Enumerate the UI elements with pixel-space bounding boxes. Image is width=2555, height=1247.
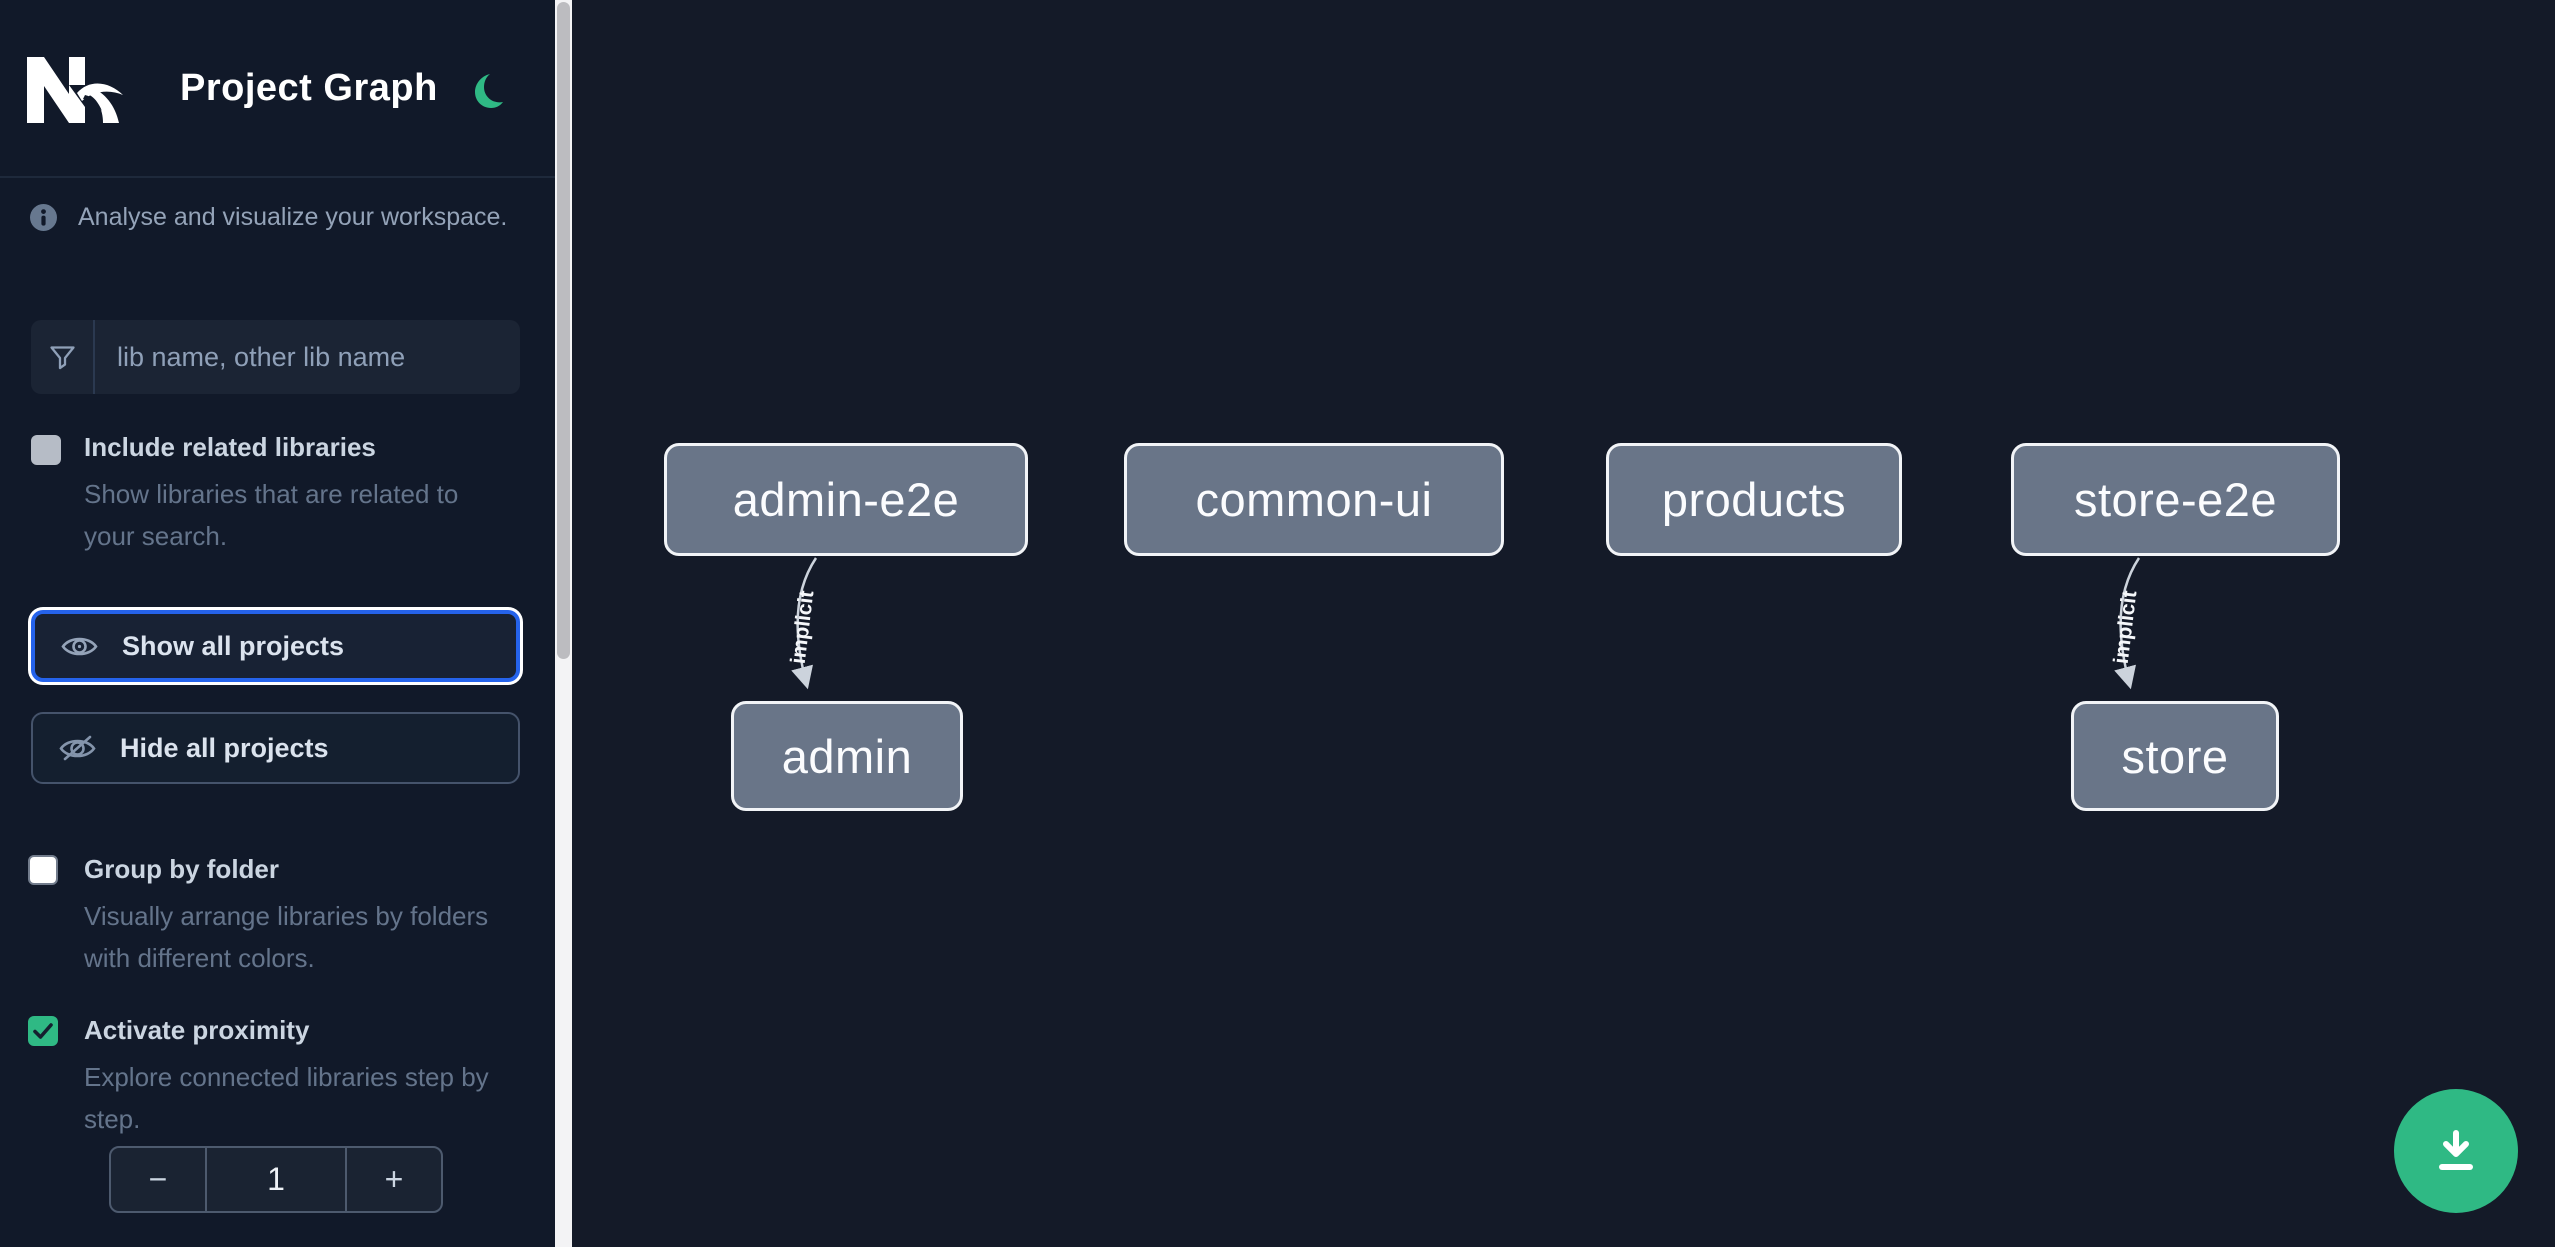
proximity-depth-stepper: − 1 +: [109, 1146, 443, 1213]
group-by-folder-checkbox[interactable]: [28, 855, 58, 885]
header-divider: [0, 176, 555, 178]
toggle-description: Explore connected libraries step by step…: [84, 1062, 489, 1134]
graph-edges: implicit implicit: [787, 557, 2142, 690]
toggle-include-related-libraries: Include related libraries Show libraries…: [31, 426, 531, 557]
toggle-activate-proximity: Activate proximity Explore connected lib…: [28, 1009, 531, 1140]
graph-edge-store-e2e-store[interactable]: [2114, 557, 2141, 690]
button-label: Hide all projects: [120, 732, 329, 763]
check-icon: [33, 1023, 53, 1039]
include-related-libraries-checkbox[interactable]: [31, 435, 61, 465]
page-title: Project Graph: [180, 66, 438, 109]
search-input[interactable]: [95, 320, 520, 394]
hide-all-projects-button[interactable]: Hide all projects: [31, 712, 520, 784]
moon-icon: [475, 73, 503, 108]
sidebar-scrollbar-thumb[interactable]: [557, 2, 570, 659]
toggle-label[interactable]: Group by folder: [84, 854, 279, 884]
graph-node-store[interactable]: store: [2071, 701, 2279, 811]
toggle-description: Show libraries that are related to your …: [84, 479, 459, 551]
eye-icon: [61, 637, 98, 655]
toggle-description: Visually arrange libraries by folders wi…: [84, 901, 489, 973]
graph-node-admin[interactable]: admin: [731, 701, 963, 811]
edge-label-implicit: implicit: [787, 589, 819, 665]
info-icon: [30, 204, 57, 231]
increment-button[interactable]: +: [345, 1148, 441, 1211]
download-icon: [2439, 1130, 2473, 1170]
show-all-projects-button[interactable]: Show all projects: [31, 610, 520, 682]
sidebar: Project Graph Analyse and visualize your…: [0, 0, 555, 1247]
theme-toggle-button[interactable]: [466, 70, 510, 114]
info-row: Analyse and visualize your workspace.: [29, 203, 529, 232]
graph-node-admin-e2e[interactable]: admin-e2e: [664, 443, 1028, 556]
sidebar-scrollbar-track[interactable]: [555, 0, 572, 1247]
graph-node-store-e2e[interactable]: store-e2e: [2011, 443, 2340, 556]
filter-funnel-icon: [31, 320, 95, 394]
graph-node-products[interactable]: products: [1606, 443, 1902, 556]
button-label: Show all projects: [122, 630, 345, 661]
edge-label-implicit: implicit: [2110, 589, 2142, 665]
activate-proximity-checkbox[interactable]: [28, 1016, 58, 1046]
toggle-group-by-folder: Group by folder Visually arrange librari…: [28, 848, 531, 979]
toggle-label[interactable]: Activate proximity: [84, 1015, 310, 1045]
decrement-button[interactable]: −: [111, 1148, 207, 1211]
info-text: Analyse and visualize your workspace.: [78, 203, 508, 231]
search-filter: [31, 320, 520, 394]
eye-off-icon: [59, 735, 96, 760]
graph-edge-admin-e2e-admin[interactable]: [791, 557, 818, 690]
toggle-label[interactable]: Include related libraries: [84, 432, 376, 462]
download-graph-button[interactable]: [2394, 1089, 2518, 1213]
nx-logo-icon: [27, 57, 123, 123]
sidebar-header: Project Graph: [0, 0, 555, 178]
graph-node-common-ui[interactable]: common-ui: [1124, 443, 1504, 556]
graph-canvas[interactable]: implicit implicit admin-e2e common-ui produ…: [572, 0, 2555, 1247]
stepper-value: 1: [267, 1161, 285, 1197]
